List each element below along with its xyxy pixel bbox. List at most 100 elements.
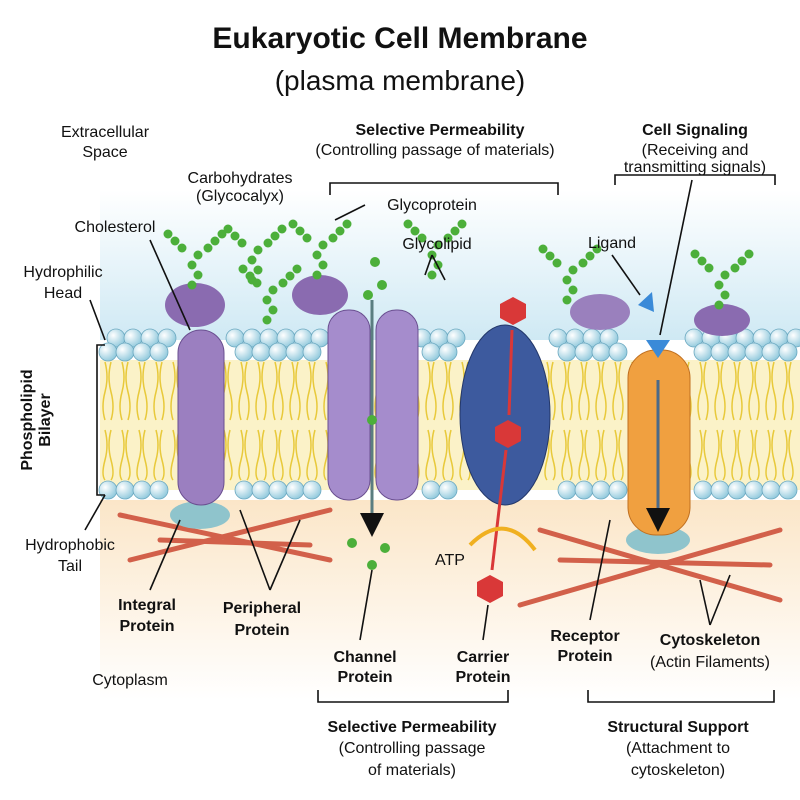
phospholipid-head bbox=[98, 480, 118, 500]
phospholipid-head bbox=[557, 342, 577, 362]
phospholipid-head bbox=[285, 342, 305, 362]
label-structural-desc: (Attachment to bbox=[626, 740, 730, 757]
peripheral-protein bbox=[170, 501, 230, 529]
phospholipid-head bbox=[234, 342, 254, 362]
phospholipid-head bbox=[268, 342, 288, 362]
label-glycoprotein: Glycoprotein bbox=[387, 197, 477, 214]
phospholipid-head bbox=[132, 342, 152, 362]
svg-text:Bilayer: Bilayer bbox=[37, 393, 54, 446]
label-channel: Protein bbox=[337, 669, 392, 686]
channel-protein bbox=[327, 300, 419, 537]
phospholipid-head bbox=[591, 480, 611, 500]
label-carrier: Carrier bbox=[457, 649, 509, 666]
glycoprotein-bump bbox=[292, 275, 348, 315]
label-receptor: Protein bbox=[557, 648, 612, 665]
ligand-bound bbox=[646, 340, 670, 358]
phospholipid-head bbox=[421, 342, 441, 362]
label-selective-top-desc: (Controlling passage of materials) bbox=[315, 142, 554, 159]
label-carbohydrates: (Glycocalyx) bbox=[196, 188, 284, 205]
label-cytoskeleton: Cytoskeleton bbox=[660, 632, 760, 649]
phospholipid-head bbox=[115, 480, 135, 500]
phospholipid-head bbox=[438, 480, 458, 500]
label-cell-signaling: Cell Signaling bbox=[642, 122, 748, 139]
actin-filaments bbox=[117, 507, 783, 608]
label-selective-bottom-desc: of materials) bbox=[368, 762, 456, 779]
svg-text:Phospholipid: Phospholipid bbox=[19, 369, 36, 470]
label-selective-top: Selective Permeability bbox=[356, 122, 525, 139]
phospholipid-head bbox=[778, 342, 798, 362]
phospholipid-head bbox=[744, 480, 764, 500]
phospholipid-head bbox=[557, 480, 577, 500]
label-structural: Structural Support bbox=[607, 719, 749, 736]
phospholipid-head bbox=[446, 328, 466, 348]
phospholipid-head bbox=[157, 328, 177, 348]
phospholipid-head bbox=[251, 480, 271, 500]
phospholipid-head bbox=[778, 480, 798, 500]
phospholipid-head bbox=[149, 480, 169, 500]
phospholipid-head bbox=[786, 328, 800, 348]
phospholipid-head bbox=[438, 342, 458, 362]
glycoprotein-bump bbox=[570, 294, 630, 330]
label-cholesterol: Cholesterol bbox=[75, 219, 156, 236]
carrier-protein bbox=[459, 297, 551, 603]
label-carrier: Protein bbox=[455, 669, 510, 686]
phospholipid-head bbox=[115, 342, 135, 362]
label-cell-signaling-desc: transmitting signals) bbox=[624, 159, 766, 176]
label-extracellular: Extracellular bbox=[61, 124, 150, 141]
ligand-icon bbox=[638, 292, 654, 312]
label-atp: ATP bbox=[435, 552, 465, 569]
phospholipid-head bbox=[727, 480, 747, 500]
phospholipid-head bbox=[149, 342, 169, 362]
phospholipid-head bbox=[302, 480, 322, 500]
phospholipid-head bbox=[693, 480, 713, 500]
label-ligand: Ligand bbox=[588, 235, 636, 252]
label-selective-bottom: Selective Permeability bbox=[328, 719, 497, 736]
label-peripheral: Protein bbox=[234, 622, 289, 639]
phospholipid-head bbox=[710, 342, 730, 362]
label-bilayer: Phospholipid Bilayer bbox=[19, 369, 54, 470]
glycoprotein-bump bbox=[165, 283, 225, 327]
label-hydrophilic: Head bbox=[44, 285, 82, 302]
leader-lines bbox=[84, 174, 776, 703]
label-peripheral: Peripheral bbox=[223, 600, 301, 617]
label-hydrophobic: Tail bbox=[58, 558, 82, 575]
phospholipid-head bbox=[761, 342, 781, 362]
carbohydrate-chains bbox=[163, 219, 754, 325]
label-integral: Protein bbox=[119, 618, 174, 635]
label-cytoskeleton-desc: (Actin Filaments) bbox=[650, 654, 770, 671]
phospholipid-head bbox=[693, 342, 713, 362]
phospholipid-head bbox=[727, 342, 747, 362]
phospholipid-head bbox=[608, 480, 628, 500]
phospholipid-head bbox=[421, 480, 441, 500]
phospholipid-head bbox=[608, 342, 628, 362]
label-carbohydrates: Carbohydrates bbox=[188, 170, 293, 187]
label-cytoplasm: Cytoplasm bbox=[92, 672, 168, 689]
phospholipid-head bbox=[285, 480, 305, 500]
label-structural-desc: cytoskeleton) bbox=[631, 762, 725, 779]
phospholipid-head bbox=[132, 480, 152, 500]
diagram-title: Eukaryotic Cell Membrane bbox=[212, 22, 587, 55]
receptor-protein bbox=[626, 292, 691, 554]
label-channel: Channel bbox=[333, 649, 396, 666]
phospholipid-head bbox=[574, 480, 594, 500]
label-receptor: Receptor bbox=[550, 628, 619, 645]
label-hydrophobic: Hydrophobic bbox=[25, 537, 115, 554]
label-hydrophilic: Hydrophilic bbox=[23, 264, 102, 281]
glycoprotein-bump bbox=[694, 304, 750, 336]
phospholipid-head bbox=[251, 342, 271, 362]
integral-protein bbox=[177, 329, 225, 506]
label-glycolipid: Glycolipid bbox=[402, 236, 471, 253]
label-selective-bottom-desc: (Controlling passage bbox=[339, 740, 486, 757]
phospholipid-head bbox=[744, 342, 764, 362]
solute-particles bbox=[347, 257, 390, 570]
label-cell-signaling-desc: (Receiving and bbox=[642, 142, 749, 159]
phospholipid-head bbox=[591, 342, 611, 362]
label-extracellular: Space bbox=[82, 144, 127, 161]
label-integral: Integral bbox=[118, 597, 176, 614]
phospholipid-head bbox=[234, 480, 254, 500]
phospholipid-head bbox=[268, 480, 288, 500]
phospholipid-head bbox=[302, 342, 322, 362]
phospholipid-head bbox=[710, 480, 730, 500]
lipid-heads bbox=[98, 328, 800, 500]
